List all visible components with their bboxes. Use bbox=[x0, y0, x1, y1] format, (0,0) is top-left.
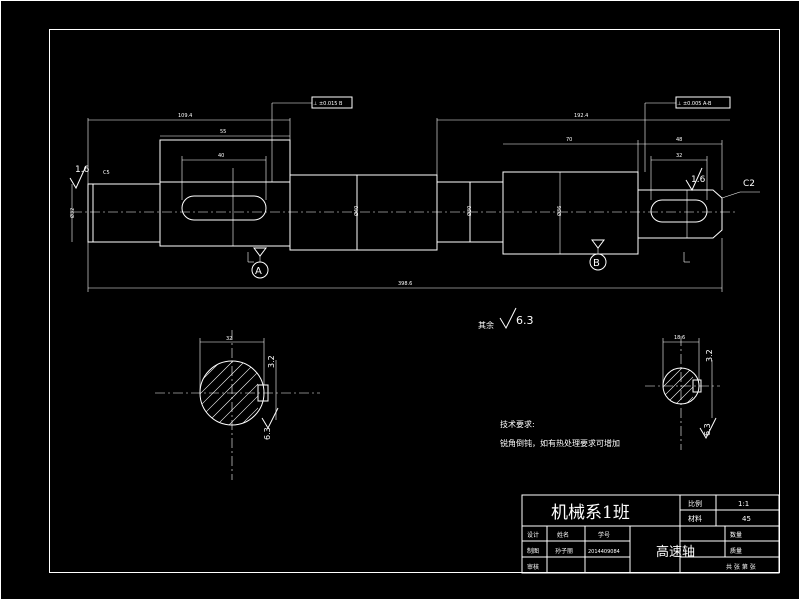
review-label: 审核 bbox=[527, 563, 539, 571]
drafter-name: 孙子丽 bbox=[555, 547, 573, 555]
scale-label: 比例 bbox=[688, 499, 702, 508]
tolerance-left-text: ⊥ ±0.015 B bbox=[313, 101, 343, 107]
dim-right-upper: 192.4 bbox=[574, 113, 588, 119]
finish-section-b: 3.2 bbox=[705, 349, 714, 362]
quantity-label: 数量 bbox=[730, 531, 742, 539]
chamfer-label: C2 bbox=[743, 179, 755, 189]
dim-section-b-width: 18.6 bbox=[674, 335, 685, 341]
datum-a-label: A bbox=[255, 266, 262, 277]
weight-label: 质量 bbox=[730, 547, 742, 555]
part-name: 高速轴 bbox=[656, 544, 695, 560]
student-number: 2014409084 bbox=[588, 549, 620, 555]
dim-right-mid: 70 bbox=[566, 137, 572, 143]
tolerance-frame-left bbox=[311, 96, 353, 109]
finish-main: 1.6 bbox=[75, 165, 90, 175]
material-label: 材料 bbox=[688, 514, 702, 523]
dim-center-diameter: Ø40 bbox=[353, 206, 360, 216]
other-finish-label: 其余 bbox=[478, 320, 494, 330]
surface-finish-symbol bbox=[685, 167, 703, 192]
surface-finish-symbol bbox=[261, 407, 279, 430]
scale-value: 1:1 bbox=[738, 500, 749, 508]
finish-section-b-2: 6.3 bbox=[703, 423, 712, 436]
material-value: 45 bbox=[742, 515, 751, 523]
dim-collar-diameter: Ø30 bbox=[466, 206, 473, 216]
section-a-view bbox=[155, 330, 320, 480]
datum-b-label: B bbox=[593, 258, 600, 269]
dim-right-mid-diameter: Ø36 bbox=[556, 206, 563, 216]
dim-left-end-diameter: Ø32 bbox=[69, 208, 76, 218]
surface-finish-symbol bbox=[699, 417, 717, 440]
title-block bbox=[521, 494, 780, 574]
tolerance-right-text: ⊥ ±0.005 A-B bbox=[677, 101, 712, 107]
section-a-hatch bbox=[200, 360, 258, 425]
shaft-outline bbox=[87, 139, 723, 255]
drawing-label: 制图 bbox=[527, 547, 539, 555]
notes-title: 技术要求: bbox=[500, 419, 535, 429]
finish-right: 1.6 bbox=[691, 175, 706, 185]
datum-b-triangle bbox=[591, 239, 605, 249]
finish-section-a: 3.2 bbox=[267, 355, 276, 368]
finish-section-a-2: 6.3 bbox=[263, 427, 272, 440]
surface-finish-symbol bbox=[69, 165, 87, 190]
dim-left-key: 40 bbox=[218, 153, 224, 159]
dim-left-upper: 109.4 bbox=[178, 113, 192, 119]
dimension-lines bbox=[71, 102, 760, 292]
name-label: 姓名 bbox=[557, 531, 569, 539]
section-b-view bbox=[645, 336, 720, 450]
sheets-label: 共 张 第 张 bbox=[726, 563, 756, 571]
department-title: 机械系1班 bbox=[551, 503, 630, 523]
notes-line1: 锐角倒钝，如有热处理要求可增加 bbox=[500, 438, 620, 448]
dim-right-key-outer: 48 bbox=[676, 137, 682, 143]
dim-section-a-width: 32 bbox=[226, 336, 232, 342]
inner-frame bbox=[49, 29, 780, 573]
dim-right-key-inner: 32 bbox=[676, 153, 682, 159]
other-finish-value: 6.3 bbox=[516, 314, 534, 327]
surface-finish-symbol bbox=[499, 307, 517, 330]
id-label: 学号 bbox=[598, 531, 610, 539]
datum-a-triangle bbox=[253, 247, 267, 257]
dim-left-inner: 55 bbox=[220, 129, 226, 135]
tolerance-frame-right bbox=[675, 96, 731, 109]
design-label: 设计 bbox=[527, 531, 539, 539]
dim-overall: 398.6 bbox=[398, 281, 412, 287]
chamfer-small: C5 bbox=[103, 170, 110, 176]
